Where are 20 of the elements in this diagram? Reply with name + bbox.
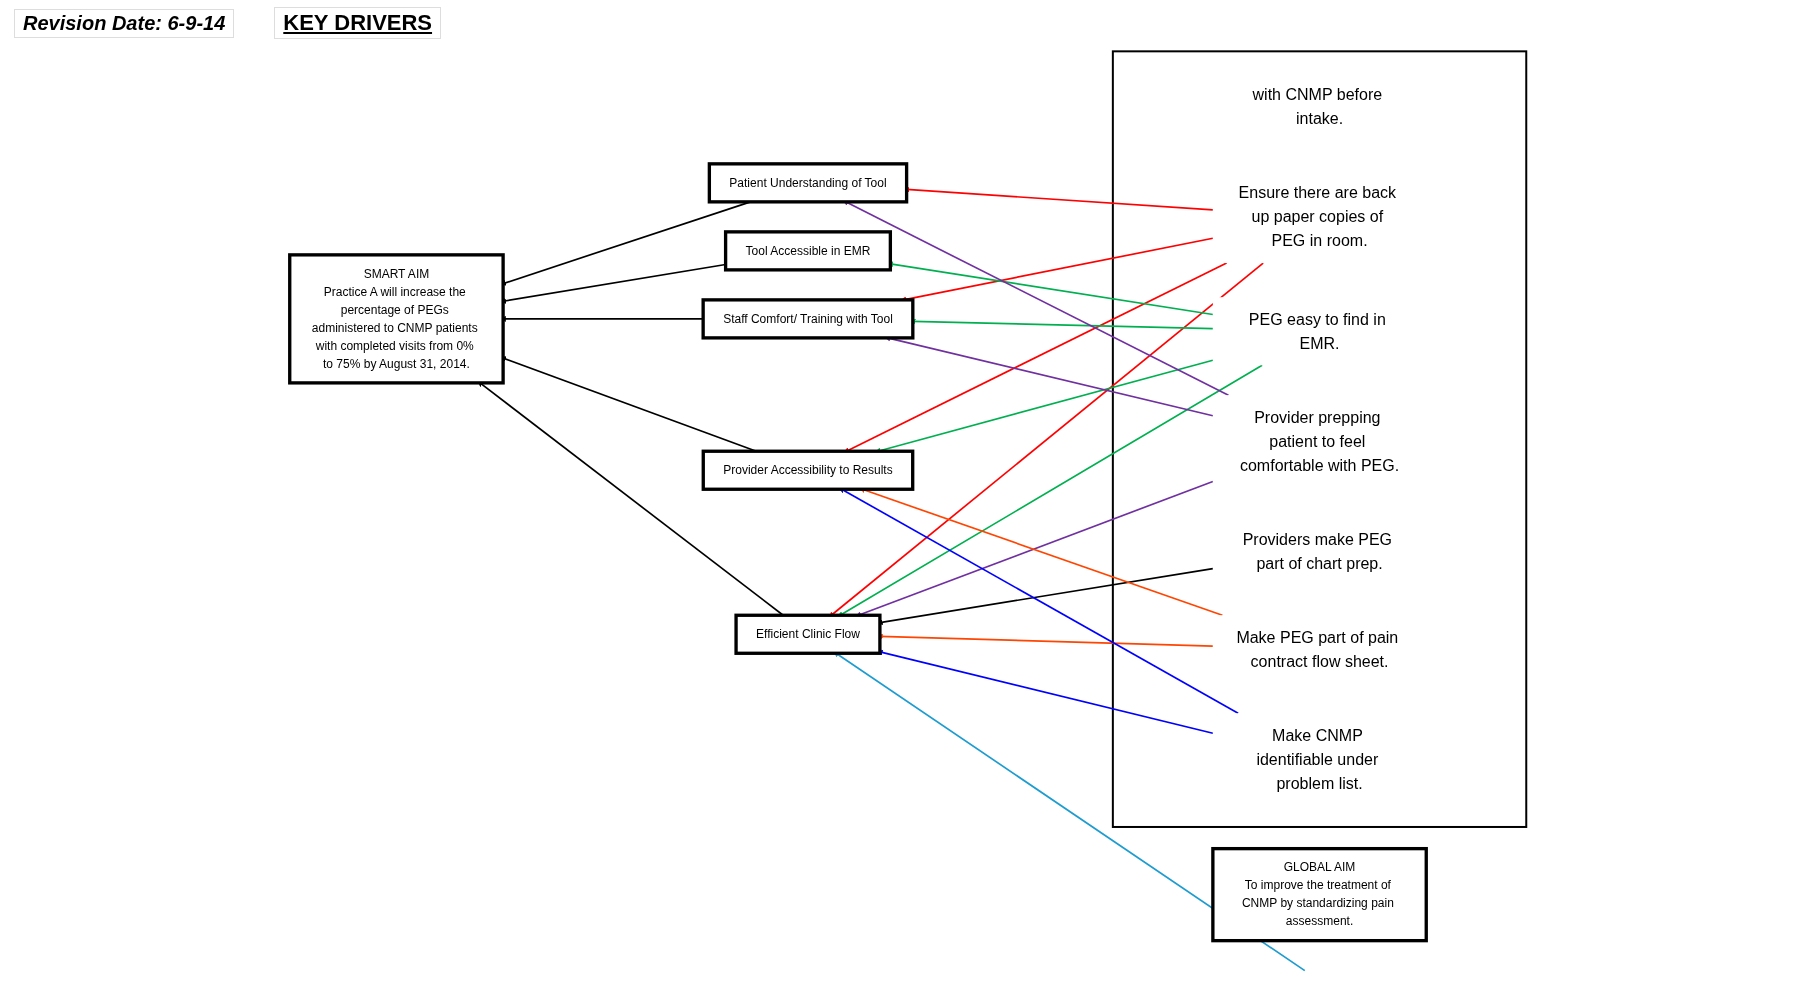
node-box: Tool Accessible in EMR: [723, 230, 893, 272]
node-text: Provider prepping patient to feel comfortable with PEG.: [1239, 407, 1400, 474]
node-text: PEG easy to find in EMR.: [1248, 309, 1386, 352]
node-text: with CNMP before intake.: [1252, 85, 1383, 128]
cluster: [1111, 50, 1528, 828]
node-text: Make PEG part of pain contract flow sheet.: [1236, 627, 1399, 670]
arrow: [833, 651, 1306, 972]
arrow: [837, 364, 1263, 617]
node-text: Ensure there are back up paper copies of PEG in room.: [1238, 183, 1397, 250]
column-heading: KEY DRIVERS: [274, 7, 442, 39]
node-box: Patient Understanding of Tool: [707, 162, 909, 204]
node-text: Providers make PEG part of chart prep.: [1242, 529, 1393, 572]
node-box: SMART AIM Practice A will increase the percentage of PEGs administered to CNMP patients with completed visits from 0% to 75% by August 31, 2014.: [288, 253, 505, 385]
node-box: Provider Accessibility to Results: [701, 449, 915, 491]
revision-date: Revision Date: 6-9-14: [14, 8, 235, 38]
node-box: Staff Comfort/ Training with Tool: [701, 298, 915, 340]
node-box: GLOBAL AIM To improve the treatment of CNMP by standardizing pain assessment.: [1211, 846, 1428, 943]
node-text: Make CNMP identifiable under problem list.: [1256, 725, 1379, 792]
arrow: [828, 262, 1264, 618]
node-box: Efficient Clinic Flow: [734, 613, 882, 655]
